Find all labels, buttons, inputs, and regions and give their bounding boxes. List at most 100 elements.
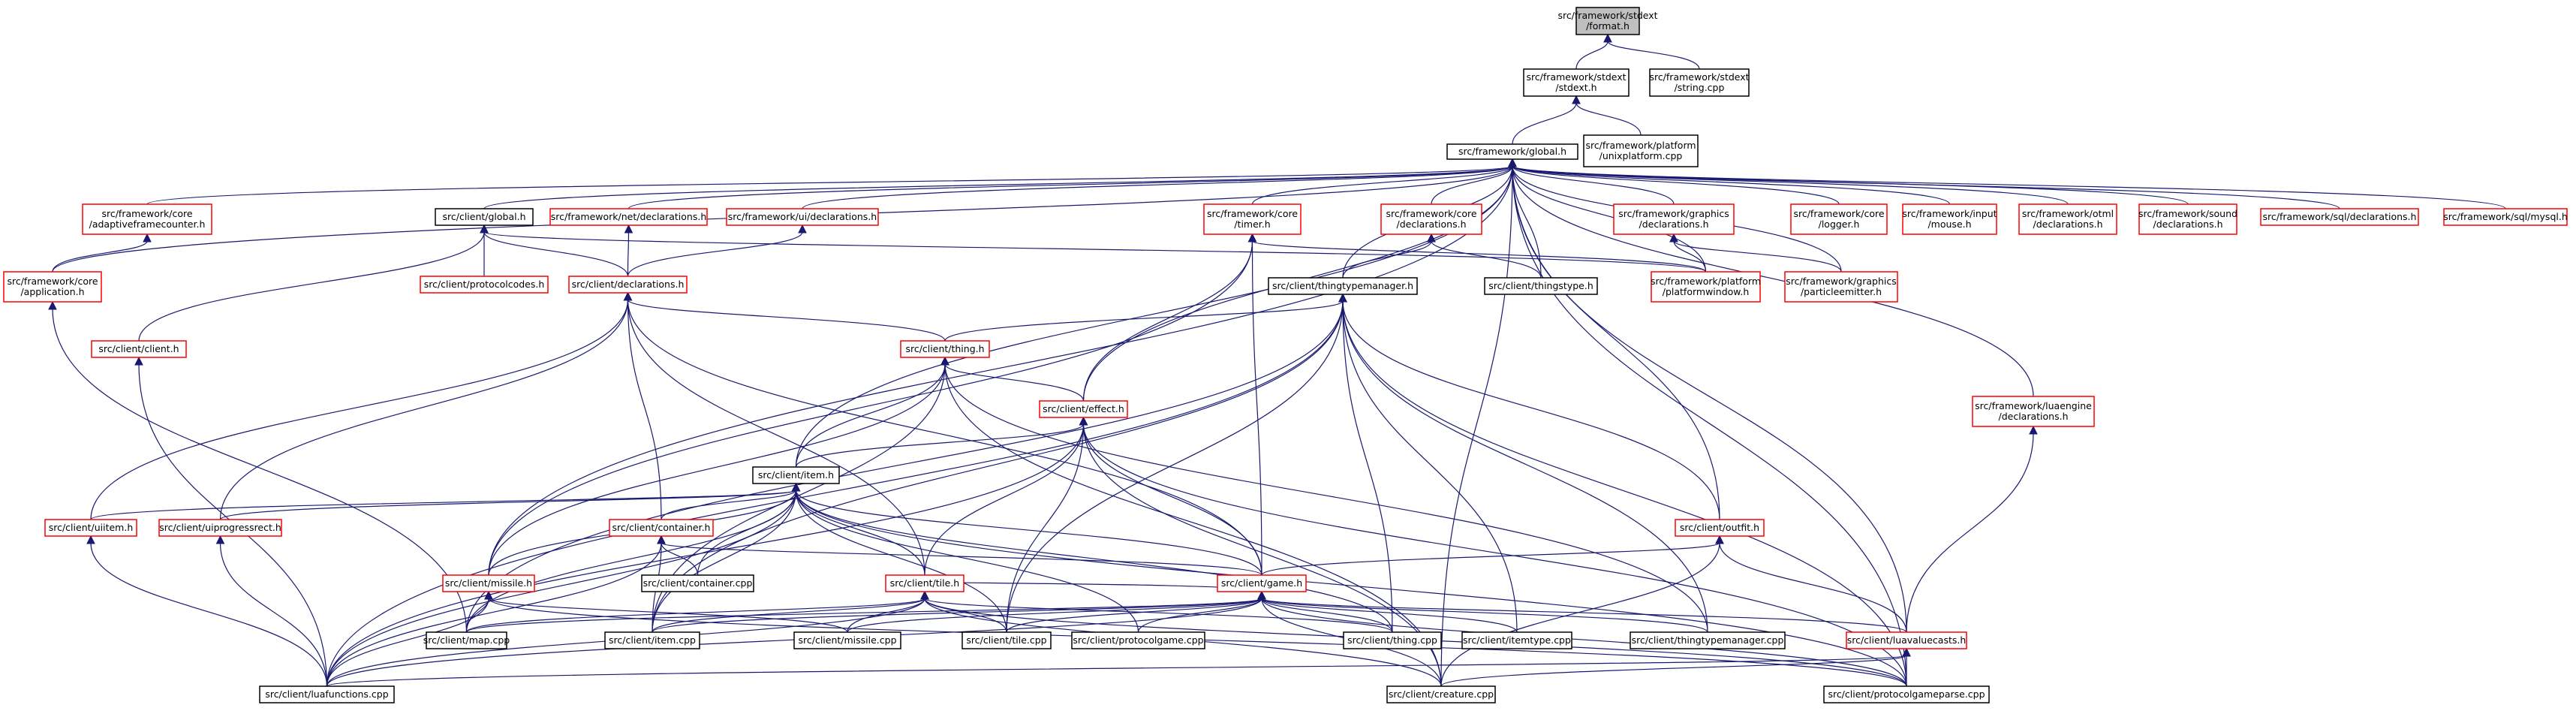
node-particleemitter-h[interactable]: src/framework/graphics/particleemitter.h [1784,271,1898,303]
node-graphics-declarations-h[interactable]: src/framework/graphics/declarations.h [1613,203,1735,235]
node-client-global-h[interactable]: src/client/global.h [435,208,534,226]
node-game-h[interactable]: src/client/game.h [1217,574,1307,592]
node-sql-declarations-h[interactable]: src/framework/sql/declarations.h [2260,208,2419,226]
node-label-line: src/client/uiprogressrect.h [159,522,281,533]
node-effect-h[interactable]: src/client/effect.h [1039,400,1128,418]
edge-thingtypemanager_cpp-to-thing_h [940,356,1708,633]
node-ui-declarations-h[interactable]: src/framework/ui/declarations.h [726,208,879,226]
node-mouse-h[interactable]: src/framework/input/mouse.h [1902,203,1997,235]
node-format-h[interactable]: src/framework/stdext/format.h [1557,7,1658,35]
node-net-declarations-h[interactable]: src/framework/net/declarations.h [549,208,708,226]
node-missile-h[interactable]: src/client/missile.h [442,574,535,592]
node-application-h[interactable]: src/framework/core/application.h [3,271,102,303]
node-item-h[interactable]: src/client/item.h [752,466,840,484]
node-box [1268,277,1418,295]
edge-item_h-to-thing_h [795,356,949,468]
node-label-line: src/framework/stdext [1526,71,1626,83]
node-box [1649,68,1750,97]
node-outfit-h[interactable]: src/client/outfit.h [1675,519,1765,537]
node-protocolcodes-h[interactable]: src/client/protocolcodes.h [420,276,549,294]
node-stdext-h[interactable]: src/framework/stdext/stdext.h [1523,68,1630,97]
node-luaengine-declarations-h[interactable]: src/framework/luaengine/declarations.h [1972,396,2095,427]
node-creature-cpp[interactable]: src/client/creature.cpp [1386,685,1496,703]
edge-client_declarations_h-to-client_global_h [480,224,629,277]
node-label-line: src/framework/global.h [1458,146,1566,157]
node-protocolgame-cpp[interactable]: src/client/protocolgame.cpp [1071,631,1205,649]
node-box [91,340,187,358]
node-label-line: src/client/container.h [612,522,711,533]
node-box [442,574,535,592]
node-logger-h[interactable]: src/framework/core/logger.h [1790,203,1888,235]
node-label-line: /declarations.h [1639,218,1709,230]
node-protocolgameparse-cpp[interactable]: src/client/protocolgameparse.cpp [1823,685,1990,703]
node-box [1630,631,1786,649]
node-luafunctions-cpp[interactable]: src/client/luafunctions.cpp [259,685,395,703]
node-label-line: /unixplatform.cpp [1599,150,1683,161]
arrowhead-icon [1508,158,1517,167]
node-missile-cpp[interactable]: src/client/missile.cpp [793,631,901,649]
edge-protocolgameparse_cpp-to-luavaluecasts_h [1902,647,1911,686]
edge-game_h-to-client_declarations_h [623,291,1262,576]
node-otml-declarations-h[interactable]: src/framework/otml/declarations.h [2018,203,2117,235]
edge-thingstype_h-to-global_h [1508,158,1542,279]
node-item-cpp[interactable]: src/client/item.cpp [604,631,700,649]
node-mysql-h[interactable]: src/framework/sql/mysql.h [2443,208,2568,226]
arrowhead-icon [1603,33,1612,43]
node-thing-h[interactable]: src/client/thing.h [900,340,990,358]
edge-luafunctions_cpp-to-uiprogressrect_h [215,535,328,687]
node-label-line: src/client/uiitem.h [49,522,134,533]
node-label-line: src/framework/sql/mysql.h [2443,211,2568,222]
edge-missile_h-to-thing_h [488,356,949,576]
node-container-h[interactable]: src/client/container.h [609,519,714,537]
node-label-line: src/framework/net/declarations.h [551,211,707,222]
node-core-declarations-h[interactable]: src/framework/core/declarations.h [1380,203,1482,235]
node-box [1846,631,1967,649]
node-map-cpp[interactable]: src/client/map.cpp [423,631,510,649]
arrowhead-icon [1257,590,1266,600]
node-box [568,276,688,294]
node-box [1461,631,1572,649]
edge-particleemitter_h-to-graphics_declarations_h [1669,233,1842,273]
node-label-line: /string.cpp [1675,82,1725,93]
node-itemtype-cpp[interactable]: src/client/itemtype.cpp [1461,631,1572,649]
node-client-h[interactable]: src/client/client.h [91,340,187,358]
edge-luafunctions_cpp-to-uiitem_h [86,535,328,687]
edge-uiprogressrect_h-to-item_h [219,482,801,520]
node-timer-h[interactable]: src/framework/core/timer.h [1203,203,1302,235]
arrowhead-icon [1715,535,1724,544]
node-label-line: src/framework/platform [1651,276,1761,287]
node-label-line: src/client/map.cpp [423,634,510,646]
node-uiprogressrect-h[interactable]: src/client/uiprogressrect.h [158,519,282,537]
node-client-declarations-h[interactable]: src/client/declarations.h [568,276,688,294]
node-uiitem-h[interactable]: src/client/uiitem.h [44,519,137,537]
node-thingtypemanager-h[interactable]: src/client/thingtypemanager.h [1268,277,1418,295]
node-thingtypemanager-cpp[interactable]: src/client/thingtypemanager.cpp [1630,631,1786,649]
node-tile-cpp[interactable]: src/client/tile.cpp [961,631,1052,649]
node-box [1823,685,1990,703]
node-luavaluecasts-h[interactable]: src/client/luavaluecasts.h [1846,631,1967,649]
edge-container_h-to-client_declarations_h [623,291,662,520]
node-label-line: src/client/luafunctions.cpp [265,688,388,700]
node-thingstype-h[interactable]: src/client/thingstype.h [1484,277,1598,295]
node-string-cpp[interactable]: src/framework/stdext/string.cpp [1649,68,1750,97]
arrowhead-icon [623,291,633,301]
node-container-cpp[interactable]: src/client/container.cpp [641,574,754,592]
edge-adaptiveframecounter_h-to-global_h [146,158,1517,205]
edge-platformwindow_h-to-client_global_h [480,224,1707,273]
edge-uiprogressrect_h-to-client_declarations_h [219,291,633,520]
node-global-h[interactable]: src/framework/global.h [1446,143,1578,160]
node-label-line: src/client/protocolcodes.h [424,279,545,290]
node-box [1039,400,1128,418]
node-thing-cpp[interactable]: src/client/thing.cpp [1343,631,1442,649]
arrowhead-icon [1902,647,1911,657]
node-box [1380,203,1482,235]
node-unixplatform-cpp[interactable]: src/framework/platform/unixplatform.cpp [1583,134,1699,167]
node-label-line: src/client/thing.cpp [1347,634,1437,646]
node-sound-declarations-h[interactable]: src/framework/sound/declarations.h [2138,203,2237,235]
node-box [420,276,549,294]
node-platformwindow-h[interactable]: src/framework/platform/platformwindow.h [1651,271,1761,303]
node-tile-h[interactable]: src/client/tile.h [885,574,964,592]
arrowhead-icon [798,224,807,233]
node-adaptiveframecounter-h[interactable]: src/framework/core/adaptiveframecounter.… [82,203,212,235]
node-box [900,340,990,358]
